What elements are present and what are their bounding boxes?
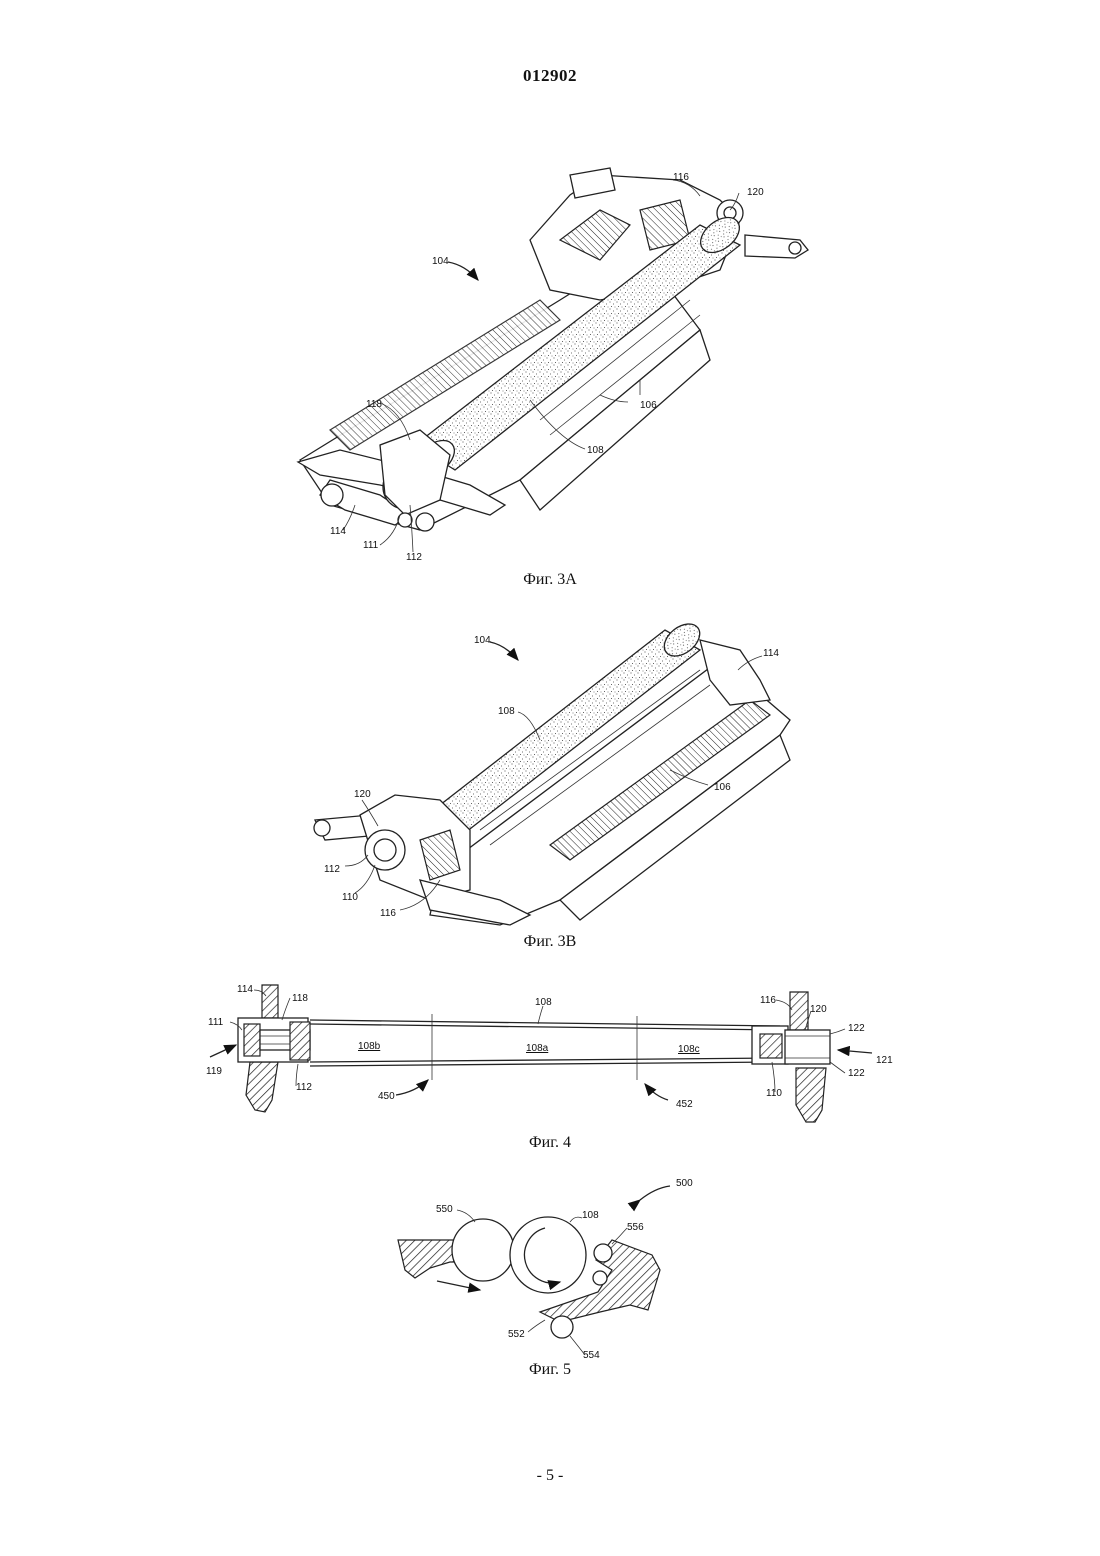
fig3a-label-118: 118 [366,399,382,410]
fig4-label-108a: 108a [526,1043,549,1054]
figure-4-drawing: 114 118 108 116 120 122 111 108b 108a 10… [0,975,1100,1125]
fig3b-label-114: 114 [763,648,779,659]
fig4-label-118: 118 [292,993,308,1004]
fig4-label-120: 120 [810,1004,827,1015]
figure-3b-drawing: 104 114 108 106 120 112 110 116 [0,600,1100,940]
fig3b-label-110: 110 [342,892,358,903]
fig5-label-552: 552 [508,1329,525,1340]
fig3b-label-104: 104 [474,635,491,646]
fig5-label-556: 556 [627,1222,644,1233]
fig5-label-554: 554 [583,1350,600,1361]
figure-3b-caption: Фиг. 3В [0,933,1100,951]
fig3a-label-104: 104 [432,256,449,267]
fig4-label-108c: 108c [678,1044,700,1055]
fig5-label-108: 108 [582,1210,599,1221]
fig4-label-122-top: 122 [848,1023,865,1034]
page-number: - 5 - [0,1467,1100,1485]
document-number: 012902 [0,66,1100,86]
figure-3a-caption: Фиг. 3А [0,571,1100,589]
fig4-label-119: 119 [206,1066,222,1077]
fig4-label-111: 111 [208,1017,224,1028]
fig3b-label-106: 106 [714,782,731,793]
figure-5-caption: Фиг. 5 [0,1361,1100,1379]
fig4-label-450: 450 [378,1091,395,1102]
fig4-label-108b: 108b [358,1041,381,1052]
fig3a-label-114: 114 [330,526,346,537]
fig3a-label-116: 116 [673,172,689,183]
fig3a-label-106: 106 [640,400,657,411]
figure-5-drawing: 500 550 108 556 552 554 [0,1170,1100,1360]
fig4-label-108: 108 [535,997,552,1008]
fig4-label-116: 116 [760,995,776,1006]
fig3a-label-120: 120 [747,187,764,198]
fig5-label-550: 550 [436,1204,453,1215]
figure-3a-drawing: 104 116 120 118 106 108 114 111 112 [0,150,1100,570]
fig3a-label-112: 112 [406,552,422,563]
figure-4-caption: Фиг. 4 [0,1134,1100,1152]
fig3b-label-112: 112 [324,864,340,875]
fig4-label-112: 112 [296,1082,312,1093]
fig4-label-122-bottom: 122 [848,1068,865,1079]
fig4-label-452: 452 [676,1099,693,1110]
fig3b-label-116: 116 [380,908,396,919]
fig4-label-110: 110 [766,1088,782,1099]
fig3b-label-120: 120 [354,789,371,800]
fig4-label-114: 114 [237,984,253,995]
fig4-label-121: 121 [876,1055,893,1066]
fig5-label-500: 500 [676,1178,693,1189]
fig3a-label-108: 108 [587,445,604,456]
fig3a-label-111: 111 [363,540,379,551]
fig3b-label-108: 108 [498,706,515,717]
